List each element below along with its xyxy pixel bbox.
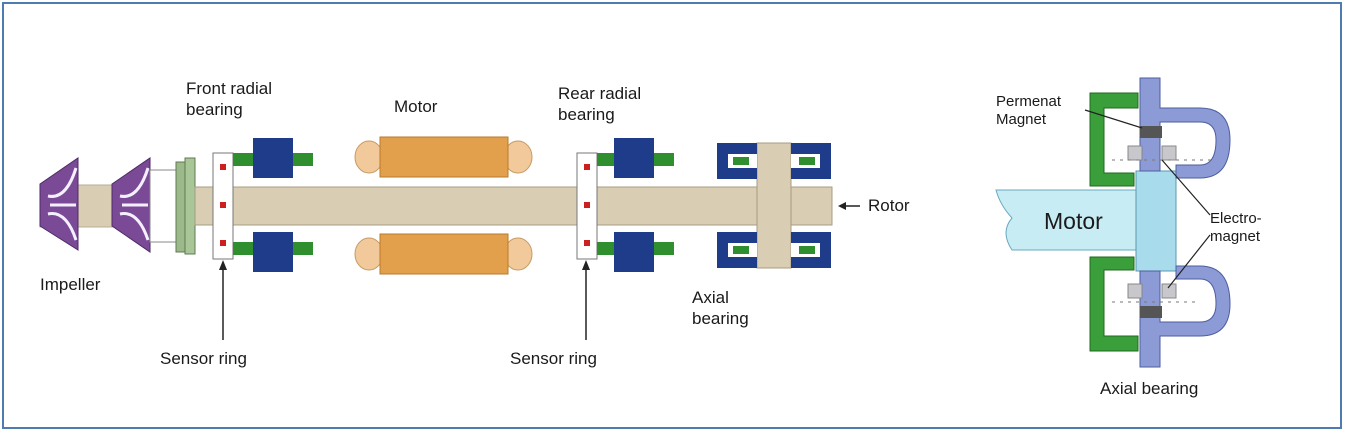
front-radial-bearing-label: Front radial bearing <box>186 79 272 119</box>
rear-bearing-top <box>614 138 654 178</box>
front-sensor-dot-2 <box>220 202 226 208</box>
front-bearing-top <box>253 138 293 178</box>
detail-axial-bearing-label: Axial bearing <box>1100 379 1199 398</box>
rear-sensor-arrow <box>582 260 590 340</box>
seal-disk-1 <box>175 161 186 253</box>
front-sensor-ring-label: Sensor ring <box>160 349 247 368</box>
detail-motor-shaft <box>995 189 1141 251</box>
detail-green-top <box>1089 92 1139 187</box>
front-sensor-dot-1 <box>220 164 226 170</box>
detail-magnet-top <box>1140 126 1162 138</box>
axial-bearing-right-top <box>791 143 831 179</box>
detail-magnet-bottom <box>1140 306 1162 318</box>
impeller-right <box>111 157 151 253</box>
detail-coil-top-right <box>1161 145 1177 161</box>
detail-motor-label: Motor <box>1044 208 1103 234</box>
motor-bot-coil-left <box>354 237 384 271</box>
impeller-left <box>39 157 79 251</box>
rotor-shaft <box>194 186 833 226</box>
axial-bearing-left-top <box>717 143 757 179</box>
axial-bearing-right-bottom <box>791 232 831 268</box>
electromagnet-pointer-top <box>1161 159 1211 216</box>
front-sensor-arrow <box>219 260 227 340</box>
rear-bearing-bot <box>614 232 654 272</box>
magnet-pointer <box>1084 109 1143 129</box>
front-sensor-dot-3 <box>220 240 226 246</box>
diagram-frame <box>2 2 1342 429</box>
rotor-label: Rotor <box>868 196 910 215</box>
shaft-assembly <box>39 136 860 340</box>
motor-top-coil-left <box>354 140 384 174</box>
axial-disk <box>756 142 792 269</box>
front-bearing-bot <box>253 232 293 272</box>
detail-green-bottom <box>1089 256 1139 352</box>
impeller-collar <box>149 169 177 243</box>
motor-top-core <box>379 136 509 178</box>
electromagnet-pointer-bottom <box>1167 234 1211 289</box>
impeller-label: Impeller <box>40 275 101 294</box>
rear-sensor-dot-2 <box>584 202 590 208</box>
detail-coil-top-left <box>1127 145 1143 161</box>
detail-coil-bot-left <box>1127 283 1143 299</box>
permanent-magnet-label: Permenat Magnet <box>996 93 1062 128</box>
motor-bot-core <box>379 233 509 275</box>
seal-disk-2 <box>184 157 196 255</box>
rear-radial-bearing-label: Rear radial bearing <box>558 84 642 124</box>
detail-rotor-disk <box>1135 170 1177 272</box>
axial-bearing-detail <box>995 77 1231 368</box>
rotor-arrow <box>838 202 860 210</box>
rear-sensor-ring-label: Sensor ring <box>510 349 597 368</box>
motor-label: Motor <box>394 97 438 116</box>
electromagnet-label: Electro- magnet <box>1210 210 1262 245</box>
axial-bearing-label: Axial bearing <box>692 288 749 328</box>
rear-sensor-dot-3 <box>584 240 590 246</box>
detail-coil-bot-right <box>1161 283 1177 299</box>
rear-sensor-dot-1 <box>584 164 590 170</box>
axial-bearing-left-bottom <box>717 232 757 268</box>
